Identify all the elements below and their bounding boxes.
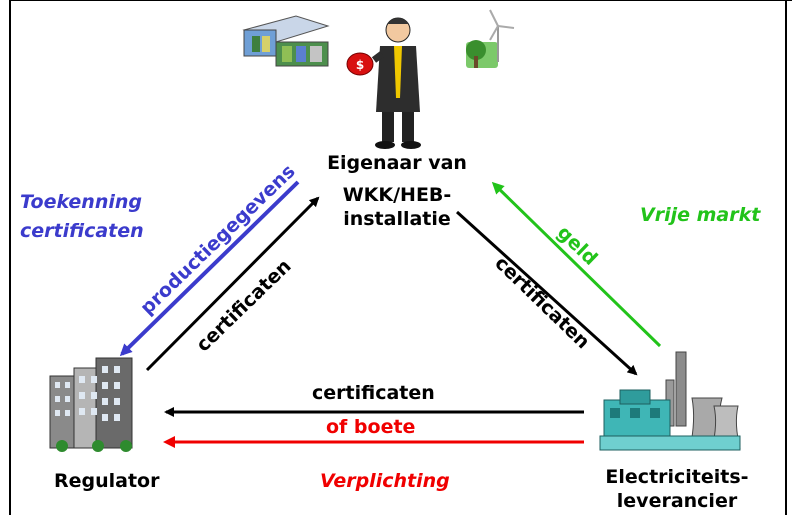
frame-top bbox=[9, 0, 792, 1]
supplier-label-line1: Electriciteits- bbox=[605, 466, 749, 488]
arrow-certificates-to-owner bbox=[145, 196, 320, 372]
arrow-money bbox=[491, 181, 662, 348]
owner-label-line2: WKK/HEB- bbox=[342, 183, 452, 206]
wind-turbine-icon bbox=[466, 9, 515, 68]
owner-label-line1: Eigenaar van bbox=[327, 152, 467, 174]
supplier-label: Electriciteits- leverancier bbox=[596, 466, 758, 514]
label-penalty: of boete bbox=[326, 416, 416, 438]
side-label-right: Vrije markt bbox=[640, 204, 761, 226]
owner-label: Eigenaar van WKK/HEB- installatie bbox=[318, 152, 476, 231]
regulator-building-icon bbox=[49, 357, 133, 452]
frame-right bbox=[785, 0, 787, 515]
power-plant-icon bbox=[599, 351, 741, 451]
owner-label-line3: installatie bbox=[343, 207, 451, 230]
side-label-left: Toekenning certificaten bbox=[20, 188, 144, 247]
side-label-left-line2: certificaten bbox=[20, 220, 144, 243]
frame-left bbox=[9, 0, 11, 515]
owner-businessman-icon: $ bbox=[346, 17, 421, 149]
label-money: geld bbox=[553, 222, 602, 270]
arrow-certificates-to-supplier bbox=[455, 210, 638, 376]
label-certificates-bottom: certificaten bbox=[312, 382, 435, 404]
svg-text:$: $ bbox=[356, 58, 364, 72]
arrow-production-data bbox=[119, 180, 300, 357]
side-label-bottom: Verplichting bbox=[320, 470, 450, 492]
regulator-label: Regulator bbox=[54, 470, 160, 492]
supplier-label-line2: leverancier bbox=[616, 489, 738, 512]
wkk-installation-icon bbox=[242, 15, 330, 67]
side-label-left-line1: Toekenning bbox=[20, 191, 142, 213]
